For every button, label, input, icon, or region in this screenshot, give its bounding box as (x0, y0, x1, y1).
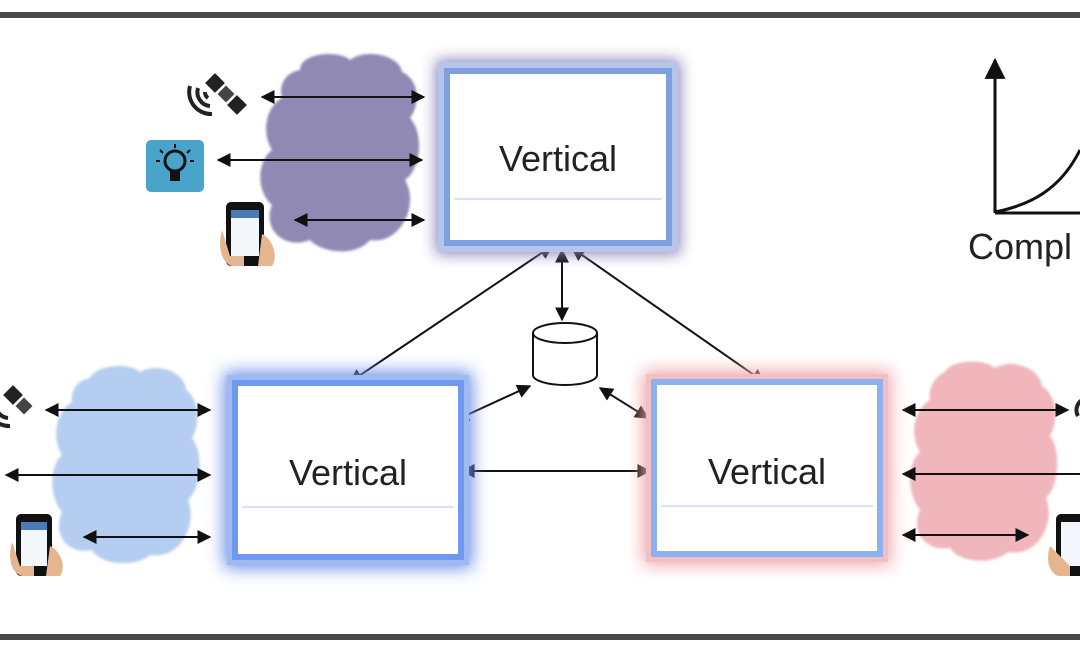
database-icon (532, 322, 598, 386)
vertical-top-label: Vertical (498, 138, 618, 179)
divider (242, 506, 454, 508)
divider (454, 198, 662, 200)
connection-arrows (4, 90, 1080, 544)
vertical-right: Vertical (651, 379, 883, 557)
satellite-icon (187, 73, 247, 117)
vertical-left-label: Vertical (288, 452, 408, 493)
smartphone-icon (1048, 514, 1080, 576)
smartphone-icon (220, 202, 275, 266)
diagram-frame (0, 12, 1080, 640)
complexity-axis-label: Compl (968, 226, 1073, 267)
divider (661, 505, 873, 507)
cloud-pink (910, 361, 1058, 561)
complexity-chart-axes (984, 57, 1080, 215)
smartphone-icon (10, 514, 63, 576)
vertical-left: Vertical (232, 380, 464, 560)
cloud-purple (260, 53, 420, 252)
vertical-top: Vertical (444, 68, 672, 246)
satellite-icon (1074, 399, 1080, 417)
satellite-icon (0, 385, 33, 429)
vertical-right-label: Vertical (707, 451, 827, 492)
lightbulb-icon (146, 140, 204, 192)
cloud-blue (52, 366, 200, 564)
